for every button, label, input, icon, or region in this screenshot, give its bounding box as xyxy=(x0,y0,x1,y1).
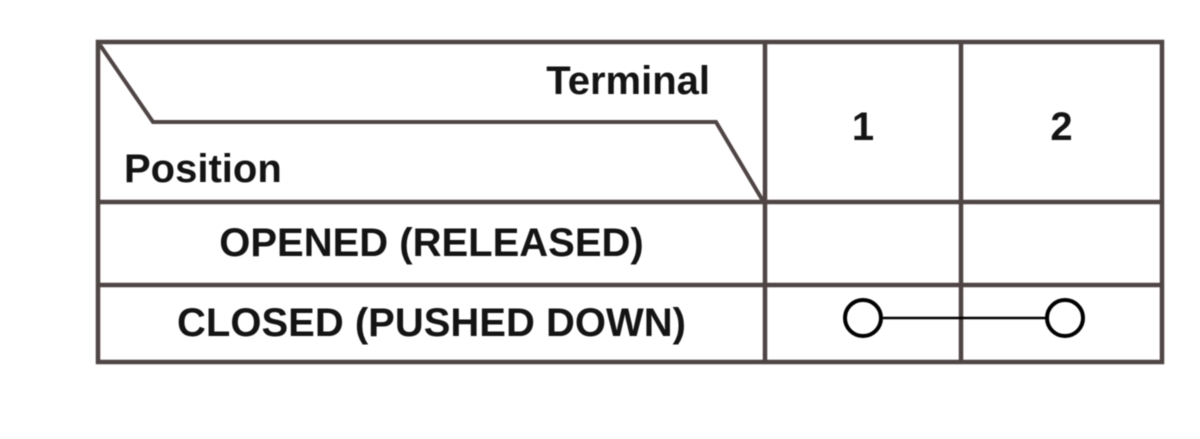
terminal-2-contact-circle xyxy=(1045,298,1085,338)
terminal-axis-label: Terminal xyxy=(546,59,710,103)
position-axis-label: Position xyxy=(124,147,282,191)
row-label-closed: CLOSED (PUSHED DOWN) xyxy=(177,301,686,345)
row-label-opened: OPENED (RELEASED) xyxy=(219,221,644,265)
terminal-1-contact-circle xyxy=(843,298,883,338)
column-header-terminal-2: 2 xyxy=(1050,105,1073,149)
header-diagonal-line xyxy=(98,43,765,203)
column-header-terminal-1: 1 xyxy=(851,105,875,149)
